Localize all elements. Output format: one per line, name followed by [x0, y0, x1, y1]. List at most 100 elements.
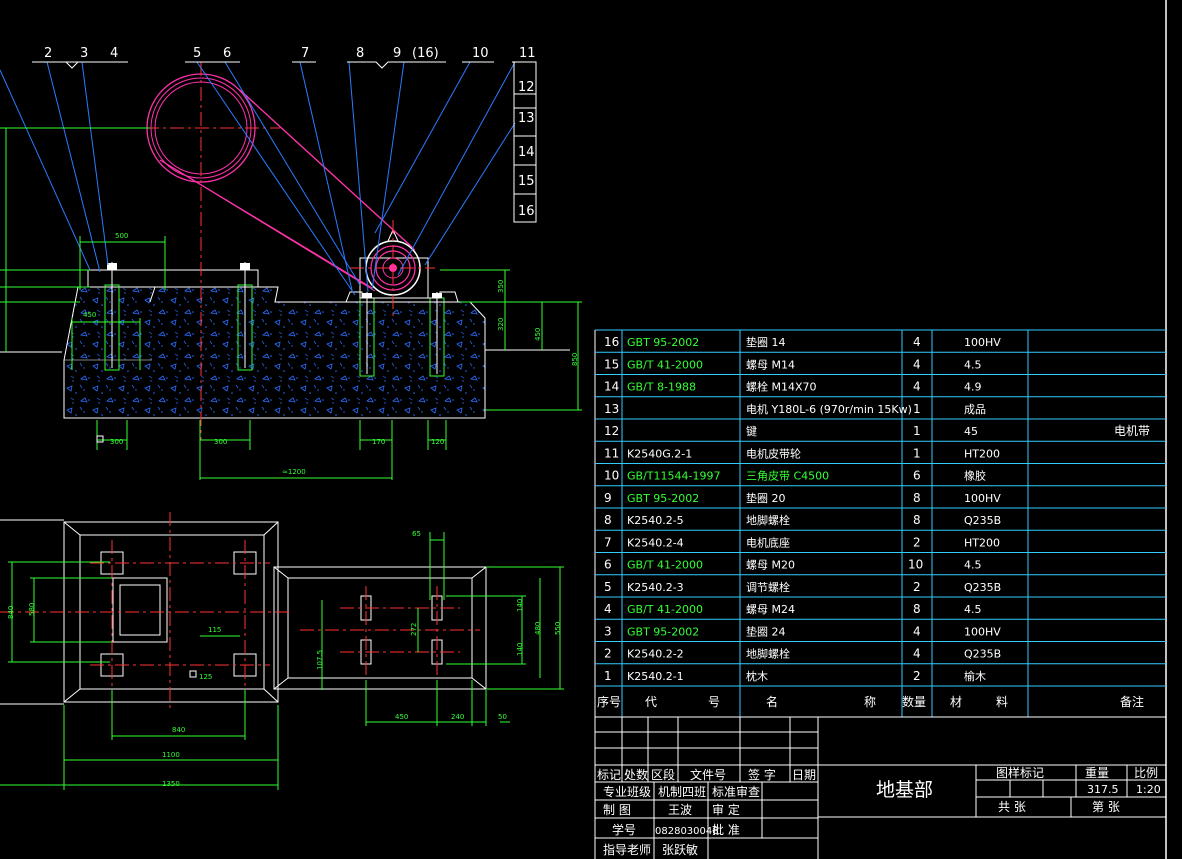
bom-cell-qty: 2	[913, 535, 921, 549]
bom-cell-no: 4	[604, 602, 612, 616]
bom-cell-no: 6	[604, 558, 612, 572]
bom-cell-no: 9	[604, 491, 612, 505]
bom-cell-code: GB/T 41-2000	[627, 603, 703, 616]
bom-cell-material: 4.5	[964, 603, 982, 616]
dim-350: 350	[497, 280, 505, 293]
bom-h-name1: 名	[766, 694, 778, 709]
dim-272: 272	[410, 623, 418, 636]
dim-65: 65	[412, 530, 421, 538]
title-block	[595, 717, 1166, 859]
bom-cell-code: GB/T 41-2000	[627, 358, 703, 371]
bom-cell-material: HT200	[964, 536, 1000, 549]
bom-cell-name: 螺母 M14	[746, 358, 795, 371]
bom-cell-name: 垫圈 20	[746, 491, 786, 505]
mark-label: 图样标记	[996, 765, 1044, 780]
callout-8: 8	[356, 46, 364, 61]
bom-cell-name: 地脚螺栓	[746, 513, 790, 527]
dim-240: 240	[451, 713, 464, 721]
bom-cell-material: Q235B	[964, 581, 1001, 594]
callout-9: 9	[393, 46, 401, 61]
tb-r2-c: 批 准	[712, 822, 740, 837]
bom-cell-material: 4.5	[964, 559, 982, 572]
total-sheets-label: 共 张	[998, 800, 1026, 814]
dim-840v: 840	[7, 606, 15, 619]
bom-cell-code: GBT 95-2002	[627, 336, 699, 349]
bom-cell-qty: 8	[913, 513, 921, 527]
bom-cell-no: 12	[604, 424, 619, 438]
callout-12: 12	[518, 80, 535, 95]
tb-r1-b: 王波	[668, 803, 692, 817]
bom-cell-qty: 4	[913, 647, 921, 661]
bom-cell-no: 2	[604, 647, 612, 661]
bom-cell-code: GB/T11544-1997	[627, 470, 720, 483]
bom-cell-qty: 1	[913, 402, 921, 416]
callout-10: 10	[472, 46, 489, 61]
bom-cell-qty: 6	[913, 469, 921, 483]
bom-cell-code: GBT 95-2002	[627, 492, 699, 505]
bom-cell-name: 螺栓 M14X70	[746, 380, 817, 394]
tb-r0-c: 标准审查	[712, 784, 760, 799]
callout-15: 15	[518, 174, 535, 189]
dim-300b: 300	[214, 438, 227, 446]
dim-1100: 1100	[162, 751, 180, 759]
callout-3: 3	[80, 46, 88, 61]
bom-cell-qty: 4	[913, 335, 921, 349]
rev-label-5: 日期	[792, 768, 816, 782]
dim-107: 107.5	[316, 650, 324, 670]
rev-label-2: 区段	[651, 767, 675, 782]
bom-cell-code: K2540G.2-1	[627, 447, 692, 460]
bom-cell-material: HT200	[964, 447, 1000, 460]
bom-cell-name: 键	[746, 424, 757, 438]
tb-r0-b: 机制四班	[658, 785, 706, 799]
elevation-view: 2 3 4 5 6 7 8 9 (16) 10 11 12 13 14 15 1…	[0, 46, 582, 480]
bom-cell-material: 橡胶	[964, 469, 986, 483]
bom-cell-qty: 4	[913, 380, 921, 394]
tb-r1-c: 审 定	[712, 802, 740, 817]
callout-5: 5	[193, 46, 201, 61]
dim-120: 120	[431, 438, 444, 446]
bom-cell-no: 10	[604, 469, 619, 483]
bom-cell-no: 1	[604, 669, 612, 683]
bom-cell-code: GB/T 41-2000	[627, 559, 703, 572]
bom-cell-no: 15	[604, 357, 619, 371]
bom-h-note: 备注	[1120, 694, 1144, 709]
bom-cell-qty: 4	[913, 624, 921, 638]
dim-450: 450	[83, 311, 96, 319]
callout-7: 7	[301, 46, 309, 61]
tb-r2-a: 学号	[612, 822, 636, 837]
bom-cell-material: 100HV	[964, 625, 1001, 638]
callout-16b: 16	[518, 204, 535, 219]
bom-cell-name: 三角皮带 C4500	[746, 470, 829, 483]
callout-4: 4	[110, 46, 118, 61]
bom-h-code2: 号	[708, 695, 720, 709]
scale-label: 比例	[1134, 766, 1158, 780]
dim-550: 550	[554, 622, 562, 635]
dim-500: 500	[115, 232, 128, 240]
bom-cell-code: GBT 95-2002	[627, 625, 699, 638]
bom-h-no: 序号	[597, 694, 621, 709]
bom-cell-qty: 2	[913, 669, 921, 683]
dim-50: 50	[498, 713, 507, 721]
bom-cell-no: 13	[604, 402, 619, 416]
bom-cell-name: 电机 Y180L-6 (970r/min 15Kw)	[746, 402, 912, 416]
bom-cell-material: Q235B	[964, 648, 1001, 661]
dim-115: 115	[208, 626, 221, 634]
dim-140b: 140	[516, 643, 524, 656]
bom-cell-qty: 2	[913, 580, 921, 594]
tb-r3-a: 指导老师	[603, 842, 651, 857]
tb-r1-a: 制 图	[603, 803, 631, 817]
dim-170: 170	[372, 438, 385, 446]
bom-cell-name: 电机底座	[746, 535, 790, 549]
bom-cell-material: 100HV	[964, 336, 1001, 349]
bom-h-qty: 数量	[902, 694, 926, 709]
bom-cell-no: 11	[604, 446, 619, 460]
callout-6: 6	[223, 46, 231, 61]
rev-label-4: 签 字	[748, 767, 776, 782]
tb-r3-b: 张跃敏	[662, 842, 698, 857]
bom-cell-no: 14	[604, 380, 619, 394]
bom-cell-no: 3	[604, 624, 612, 638]
bom-h-code1: 代	[645, 695, 657, 709]
bom-cell-qty: 10	[908, 558, 923, 572]
